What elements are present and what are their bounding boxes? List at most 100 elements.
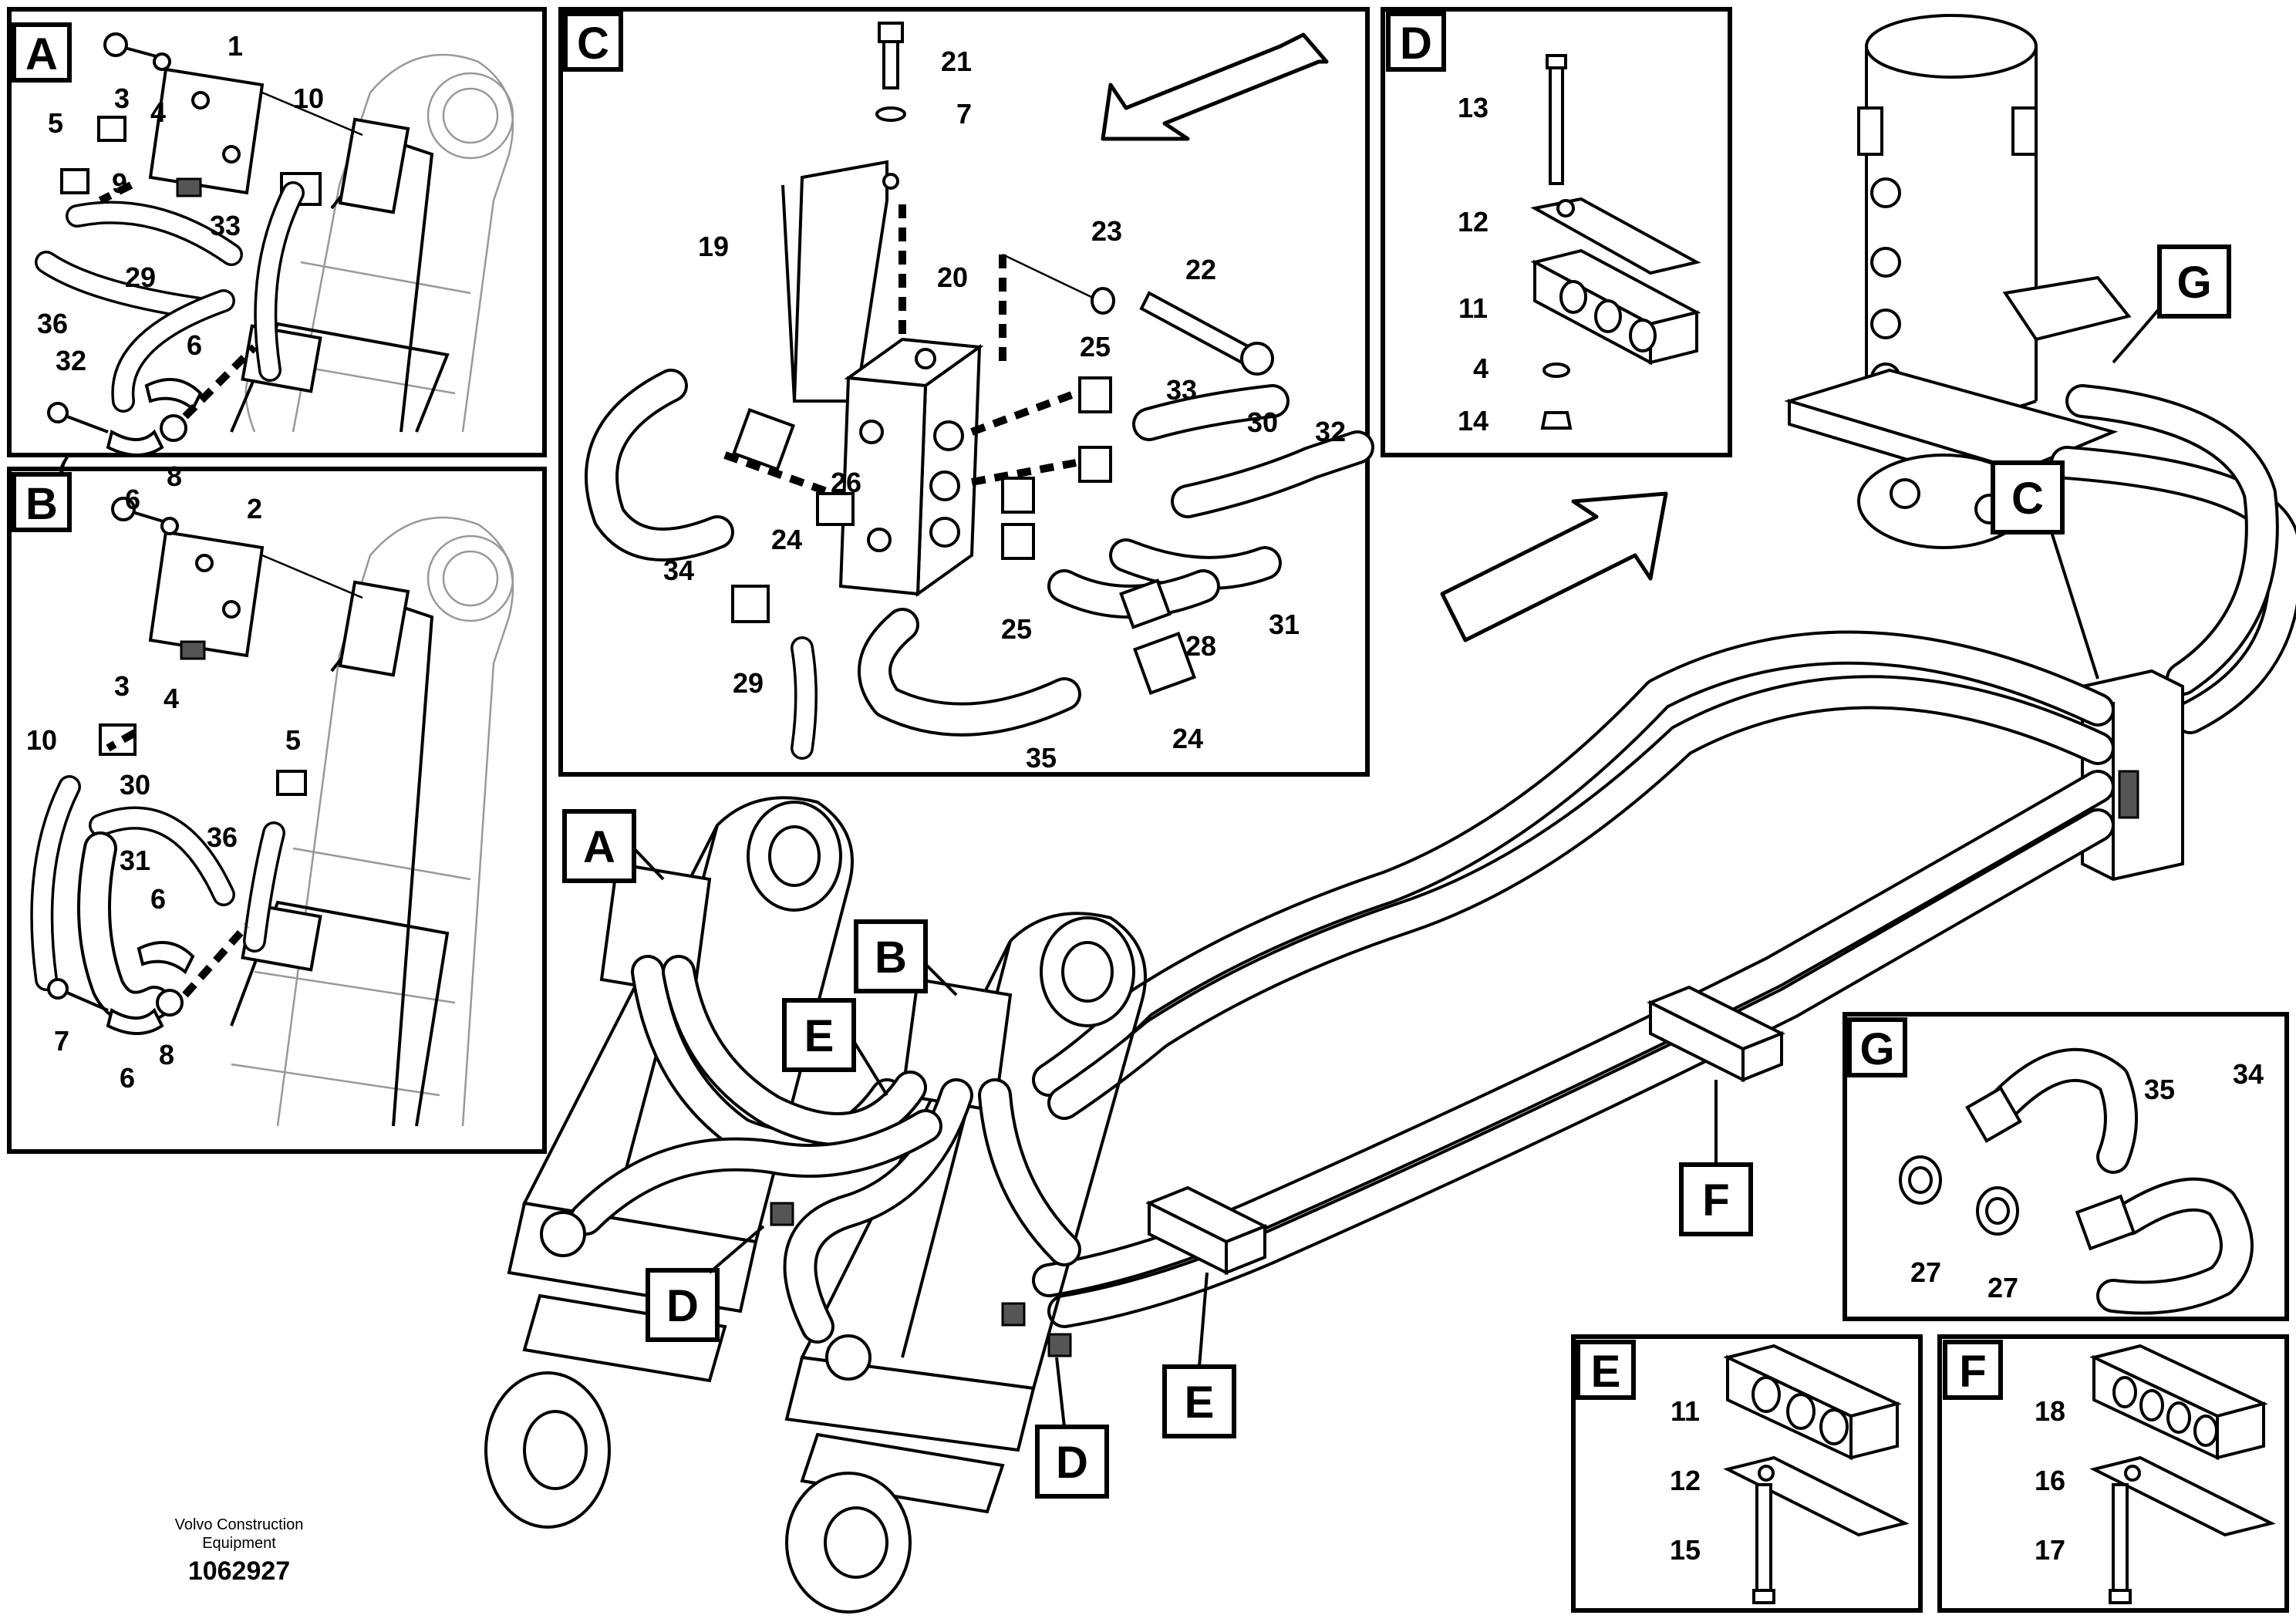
- callout: 29: [733, 667, 764, 699]
- tag-c-main: C: [1991, 460, 2099, 679]
- callout: 27: [1988, 1272, 2018, 1303]
- callout: 35: [1026, 742, 1057, 774]
- callout: 16: [2035, 1465, 2065, 1496]
- detail-c-fitting-25: [1001, 523, 1035, 560]
- detail-b-clamp-6-upper: [137, 941, 195, 975]
- callout: 4: [150, 96, 166, 128]
- callout: 7: [54, 1025, 69, 1057]
- tag-f-main: F: [1679, 1080, 1753, 1236]
- detail-d-nut-14: [1540, 411, 1573, 430]
- callout: 10: [26, 724, 57, 756]
- detail-c-bolt-21-shank: [882, 40, 899, 89]
- detail-a-dash-link: [182, 344, 258, 420]
- callout: 6: [187, 329, 202, 361]
- callout: 5: [48, 107, 63, 139]
- detail-a-clamp-6-upper: [144, 378, 203, 412]
- detail-c-elbow-26: [731, 585, 770, 623]
- svg-text:B: B: [875, 932, 907, 983]
- detail-a-fitting-5: [97, 116, 126, 142]
- detail-c-elbow-24: [731, 407, 796, 472]
- svg-text:A: A: [583, 822, 615, 872]
- callout: 31: [120, 845, 150, 876]
- detail-g-nut: [1965, 1086, 2022, 1143]
- detail-e: [1723, 1344, 1910, 1604]
- detail-a-nut: [176, 177, 202, 197]
- callout: 24: [1172, 723, 1203, 754]
- svg-text:D: D: [1400, 19, 1432, 69]
- detail-b-bolt: [132, 511, 167, 524]
- callout: 7: [956, 98, 972, 130]
- detail-c-bolt-21-head: [878, 22, 904, 43]
- detail-a-washer-8: [160, 414, 187, 442]
- detail-b-bolt-7: [47, 978, 69, 1000]
- detail-e-bolt-15: [1755, 1483, 1772, 1594]
- detail-e-clamp-11-side: [1849, 1401, 1899, 1460]
- detail-a-leader: [261, 91, 363, 137]
- detail-a-port: [191, 91, 210, 110]
- tag-b-detail: B: [12, 472, 72, 532]
- detail-a-mount-plate: [338, 117, 410, 214]
- detail-a-bolt-head: [103, 32, 128, 57]
- tag-a-detail: A: [12, 22, 72, 83]
- callout: 25: [1080, 331, 1111, 363]
- detail-c-block-side: [915, 344, 982, 597]
- callout: 5: [285, 724, 301, 756]
- tag-g-main: G: [2112, 244, 2231, 364]
- callout: 24: [771, 524, 802, 555]
- callout: 26: [831, 467, 861, 498]
- callout: 35: [2144, 1074, 2175, 1105]
- callout: 12: [1670, 1465, 1701, 1496]
- callout: 25: [1001, 613, 1032, 645]
- detail-c-elbow-28: [1119, 578, 1172, 629]
- detail-a-port: [222, 145, 241, 164]
- callout: 22: [1185, 254, 1216, 285]
- detail-f-callouts: 18 16 17: [2035, 1395, 2065, 1566]
- view-tags: A B C D G E F G: [12, 12, 2231, 1499]
- callout: 6: [120, 1062, 135, 1094]
- detail-b-mount-plate: [338, 580, 410, 677]
- callout: 12: [1458, 206, 1489, 238]
- detail-a-fitting-9: [60, 168, 89, 194]
- tag-e-main-lower: E: [1162, 1272, 1236, 1438]
- callout: 11: [1458, 292, 1488, 324]
- detail-d-callouts: 13 12 11 4 14: [1458, 92, 1489, 437]
- detail-a-bolt-7: [47, 402, 69, 423]
- detail-b-bolt-head: [111, 497, 136, 521]
- callout: 3: [114, 670, 130, 702]
- detail-c-washer-23: [1091, 287, 1115, 315]
- svg-text:E: E: [1591, 1347, 1621, 1397]
- callout: 23: [1091, 215, 1122, 247]
- detail-c-fitting: [816, 492, 855, 526]
- detail-a: [35, 32, 514, 457]
- tag-d-detail: D: [1386, 12, 1446, 72]
- svg-text:C: C: [2011, 474, 2044, 524]
- detail-b-clamp-6-lower: [106, 1007, 164, 1035]
- tag-b-main: B: [854, 919, 958, 996]
- detail-c-bracket-19: [792, 160, 888, 403]
- detail-f-clamp-18-side: [2216, 1401, 2265, 1460]
- detail-b-washer-8: [156, 989, 184, 1017]
- right-boom-cylinder: [784, 912, 1147, 1614]
- detail-d: [1530, 54, 1701, 430]
- callout: 8: [159, 1039, 174, 1071]
- detail-b-dash-link: [182, 922, 250, 998]
- footer: Volvo Construction Equipment 1062927: [175, 1516, 304, 1586]
- detail-b-port: [195, 554, 214, 572]
- callout: 7: [56, 447, 71, 478]
- detail-c-washer-7: [875, 106, 906, 122]
- detail-a-valve-block: [148, 67, 265, 195]
- detail-d-bolt-13-shank: [1549, 66, 1564, 185]
- detail-c-fitting-25: [1078, 446, 1112, 483]
- callout: 36: [207, 821, 238, 853]
- callout: 27: [1910, 1256, 1941, 1288]
- detail-c-elbow-24: [1132, 631, 1197, 696]
- tag-a-main: A: [562, 809, 665, 883]
- detail-b-fitting-10: [99, 723, 137, 756]
- svg-text:D: D: [1056, 1438, 1088, 1488]
- brand-line-2: Equipment: [202, 1535, 276, 1552]
- detail-c: [585, 22, 1374, 760]
- svg-text:F: F: [1702, 1175, 1729, 1226]
- svg-text:C: C: [577, 19, 609, 69]
- callout: 4: [1473, 352, 1489, 384]
